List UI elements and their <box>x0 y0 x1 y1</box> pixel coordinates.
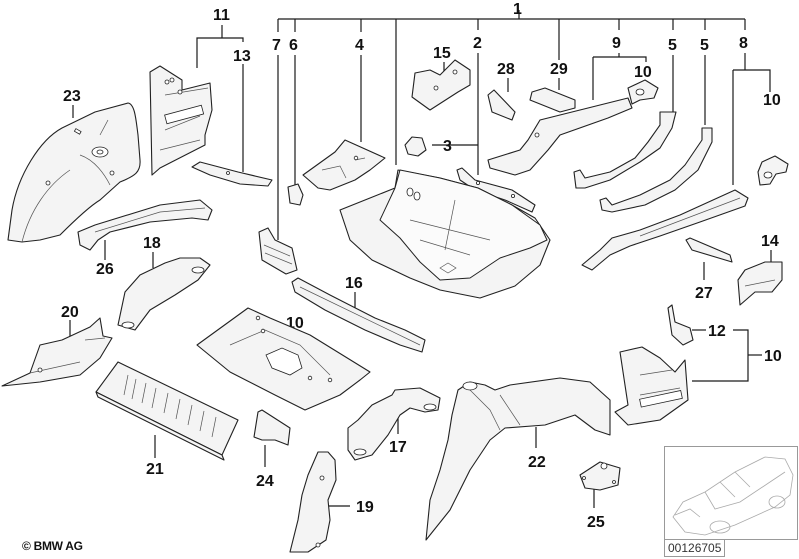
part-30-bracket[interactable] <box>487 89 516 121</box>
callout-21[interactable]: 19 <box>356 499 374 516</box>
part-9-rail[interactable] <box>487 97 633 176</box>
callout-9[interactable]: 9 <box>612 35 621 52</box>
part-5b-bracket[interactable] <box>599 127 713 213</box>
part-17-bracket[interactable] <box>411 59 471 111</box>
callout-15[interactable]: 13 <box>233 48 251 65</box>
group-1-bracket <box>277 10 746 165</box>
callout-23[interactable]: 21 <box>146 461 164 478</box>
part-12-panel[interactable] <box>614 346 689 426</box>
callout-6[interactable]: 6 <box>289 37 298 54</box>
part-19-bracket[interactable] <box>347 387 441 461</box>
part-5a-bracket[interactable] <box>573 111 677 189</box>
callout-2[interactable]: 2 <box>473 35 482 52</box>
part-31-bracket[interactable] <box>529 87 576 113</box>
part-13-panel[interactable] <box>149 65 213 176</box>
part-27-mount[interactable] <box>579 461 621 491</box>
part-4-panel[interactable] <box>302 139 386 191</box>
callout-14[interactable]: 12 <box>708 323 726 340</box>
part-8-rail[interactable] <box>581 189 749 271</box>
callout-25[interactable]: 23 <box>63 88 81 105</box>
callout-13[interactable]: 11 <box>213 7 230 24</box>
callout-17[interactable]: 15 <box>433 45 451 62</box>
part-20-bracket[interactable] <box>117 257 211 331</box>
callout-24[interactable]: 22 <box>528 454 546 471</box>
callout-22[interactable]: 20 <box>61 304 79 321</box>
part-23-floor-panel[interactable] <box>95 361 239 461</box>
callout-28[interactable]: 26 <box>96 261 114 278</box>
part-3-clip[interactable] <box>404 136 427 157</box>
callout-8[interactable]: 8 <box>739 35 748 52</box>
diagram-number: 00126705 <box>664 539 726 557</box>
callout-20[interactable]: 18 <box>143 235 161 252</box>
callout-16[interactable]: 14 <box>761 233 779 250</box>
car-outline-icon <box>672 456 794 536</box>
callout-27[interactable]: 25 <box>587 514 605 531</box>
callout-19[interactable]: 17 <box>389 439 407 456</box>
part-14-bracket[interactable] <box>667 304 694 346</box>
part-26-clip[interactable] <box>253 409 291 446</box>
part-11-plate[interactable] <box>196 307 371 411</box>
callout-12[interactable]: 10 <box>764 348 782 365</box>
callout-18[interactable]: 16 <box>345 275 363 292</box>
vehicle-thumbnail <box>664 446 798 540</box>
part-18-rail[interactable] <box>291 277 426 353</box>
callout-31[interactable]: 29 <box>550 61 568 78</box>
part-floor-pan[interactable] <box>339 169 551 299</box>
part-7-bracket[interactable] <box>258 227 298 275</box>
part-21-bracket[interactable] <box>289 451 337 553</box>
part-28-rail[interactable] <box>77 199 213 251</box>
part-25-wheel-house[interactable] <box>7 102 141 243</box>
callout-10a[interactable]: 10 <box>634 64 652 81</box>
callout-30[interactable]: 28 <box>497 61 515 78</box>
callout-10b[interactable]: 10 <box>763 92 781 109</box>
callout-5a[interactable]: 5 <box>668 37 677 54</box>
part-6-clip[interactable] <box>287 183 304 206</box>
part-22-bracket[interactable] <box>1 317 113 387</box>
callout-5b[interactable]: 5 <box>700 37 709 54</box>
part-24-wheel-arch[interactable] <box>425 377 611 541</box>
part-15-strip[interactable] <box>191 161 273 187</box>
callout-29[interactable]: 27 <box>695 285 713 302</box>
callout-1[interactable]: 1 <box>513 1 522 18</box>
part-10-cap-b[interactable] <box>757 155 789 186</box>
callout-7[interactable]: 7 <box>272 37 281 54</box>
copyright-text: © BMW AG <box>22 539 83 553</box>
callout-26[interactable]: 24 <box>256 473 274 490</box>
part-10-cap-a[interactable] <box>627 79 659 105</box>
part-16-bracket[interactable] <box>737 261 783 306</box>
callout-3[interactable]: 3 <box>443 138 452 155</box>
callout-4[interactable]: 4 <box>355 37 364 54</box>
part-29-strip[interactable] <box>685 237 733 263</box>
